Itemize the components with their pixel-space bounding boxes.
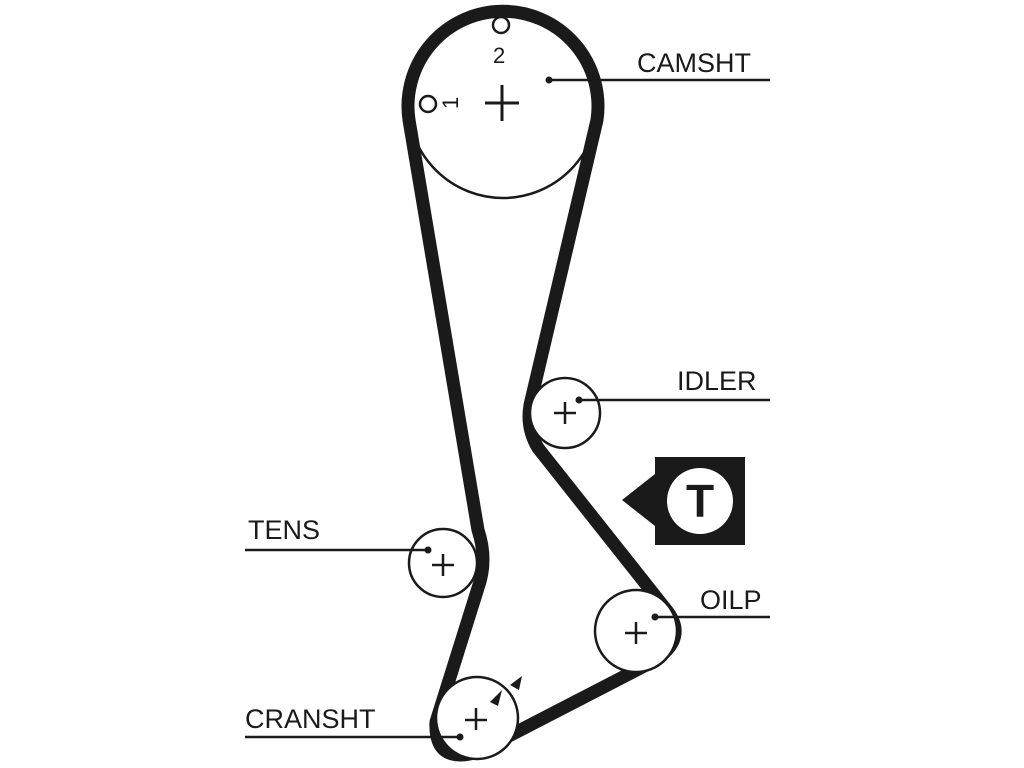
- label-camshaft: CAMSHT: [637, 48, 751, 78]
- crankshaft-reference-mark: [510, 676, 522, 690]
- oil-pump-pulley: [593, 588, 679, 674]
- label-tensioner: TENS: [248, 515, 320, 545]
- crankshaft-timing-mark: [490, 690, 502, 706]
- leader-lines: [245, 78, 770, 739]
- label-oil-pump: OILP: [700, 585, 762, 615]
- timing-mark-1-label: 1: [438, 97, 463, 109]
- tension-symbol-letter: T: [686, 475, 714, 527]
- crankshaft-pulley: [434, 675, 522, 761]
- tensioner-pulley: [407, 527, 479, 599]
- idler-pulley: [528, 376, 602, 450]
- tension-indicator: T: [622, 457, 745, 545]
- tension-symbol-circle: [667, 468, 733, 534]
- timing-mark-2-label: 2: [493, 43, 505, 68]
- label-idler: IDLER: [677, 366, 757, 396]
- timing-mark-1-circle: [418, 94, 438, 114]
- leader-dots: [424, 76, 659, 741]
- label-crankshaft: CRANSHT: [245, 704, 376, 734]
- timing-mark-2-circle: [491, 15, 511, 35]
